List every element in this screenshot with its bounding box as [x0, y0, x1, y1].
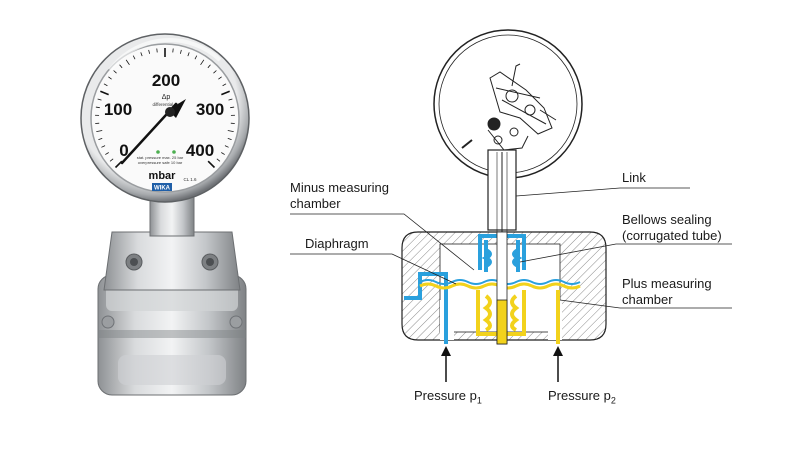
gauge-tick: [113, 70, 117, 74]
gauge-tick: [148, 49, 150, 54]
leader-lines: [290, 187, 732, 309]
gauge-class: CL 1.6: [183, 177, 197, 182]
gauge-tick: [228, 98, 233, 101]
gauge-tick: [221, 90, 230, 96]
gauge-tick: [221, 152, 225, 155]
gauge-tick: [194, 55, 198, 60]
pressure-2-text: Pressure p: [548, 388, 611, 403]
gauge-tick: [132, 55, 136, 60]
gauge-tick: [100, 90, 109, 96]
gauge-symbol: Δp: [162, 94, 171, 101]
pressure-arrow-2: [553, 346, 563, 382]
gauge-tick: [96, 130, 103, 133]
leader-minus-chamber: [290, 213, 475, 271]
gauge-tick: [101, 145, 106, 148]
gauge-tick: [207, 160, 216, 169]
gauge-tick: [119, 64, 123, 69]
label-plus-chamber-1: Plus measuring: [622, 276, 712, 291]
gauge-note-2: overpressure safe 10 bar: [138, 160, 183, 165]
gauge-scale-100: 100: [104, 100, 132, 119]
mounting-block: [103, 231, 241, 291]
gauge-tick: [98, 138, 103, 141]
label-bellows-1: Bellows sealing: [622, 212, 712, 227]
pressure-1-text: Pressure p: [414, 388, 477, 403]
leader-link: [515, 187, 690, 197]
gauge-scale-0: 0: [119, 141, 128, 160]
movement-mechanism: [487, 63, 557, 151]
gauge-tick: [105, 152, 109, 155]
label-bellows-2: (corrugated tube): [622, 228, 722, 243]
gauge-tick: [97, 98, 102, 101]
label-plus-chamber-2: chamber: [622, 292, 673, 307]
gauge-tick: [230, 106, 235, 109]
gauge-tick: [103, 83, 108, 87]
schematic: [290, 29, 732, 382]
gauge-tick: [227, 138, 232, 141]
label-link: Link: [622, 170, 646, 185]
gauge-tick: [109, 158, 114, 162]
measuring-cell-housing: [97, 274, 247, 396]
gauge-tick: [108, 76, 112, 80]
gauge-tick: [207, 64, 211, 69]
gauge-tick: [140, 52, 143, 57]
label-pressure-2: Pressure p2: [548, 388, 616, 409]
gauge-tick: [187, 52, 190, 57]
gauge-tick: [200, 59, 205, 66]
gauge-unit: mbar: [149, 170, 177, 182]
gauge-pointer: [120, 99, 186, 165]
wika-logo: [152, 183, 172, 191]
leader-bellows: [519, 243, 732, 263]
gauge-scale-300: 300: [196, 100, 224, 119]
gauge-scale-200: 200: [152, 71, 180, 90]
label-minus-chamber-1: Minus measuring: [290, 180, 389, 195]
link-tube: [487, 149, 517, 232]
gauge-scale-400: 400: [186, 141, 214, 160]
gauge-photo: 0 100 200 300 400 Δp differential pr. st…: [80, 33, 250, 396]
gauge-tick: [95, 106, 100, 109]
leader-plus-chamber: [559, 299, 732, 309]
gauge-tick: [222, 83, 227, 87]
label-pressure-1: Pressure p1: [414, 388, 482, 409]
gauge-caption: differential pr.: [153, 102, 180, 107]
gauge-tick: [218, 76, 222, 80]
gauge-tick: [216, 158, 221, 162]
pressure-2-subscript: 2: [610, 395, 616, 406]
leader-diaphragm: [290, 253, 457, 285]
gauge-ticks: [95, 48, 235, 169]
pressure-1-subscript: 1: [476, 395, 482, 406]
pressure-arrow-1: [441, 346, 451, 382]
gauge-brand: WIKA: [154, 186, 171, 192]
gauge-tick: [227, 130, 234, 133]
label-minus-chamber-2: chamber: [290, 196, 341, 211]
gauge-tick: [213, 70, 217, 74]
gauge-tick: [224, 145, 229, 148]
gauge-note-1: stat. pressure max. 25 bar: [137, 155, 184, 160]
gauge-tick: [125, 59, 130, 66]
label-diaphragm: Diaphragm: [305, 236, 369, 251]
gauge-tick: [180, 49, 182, 54]
gauge-tick: [114, 160, 123, 169]
